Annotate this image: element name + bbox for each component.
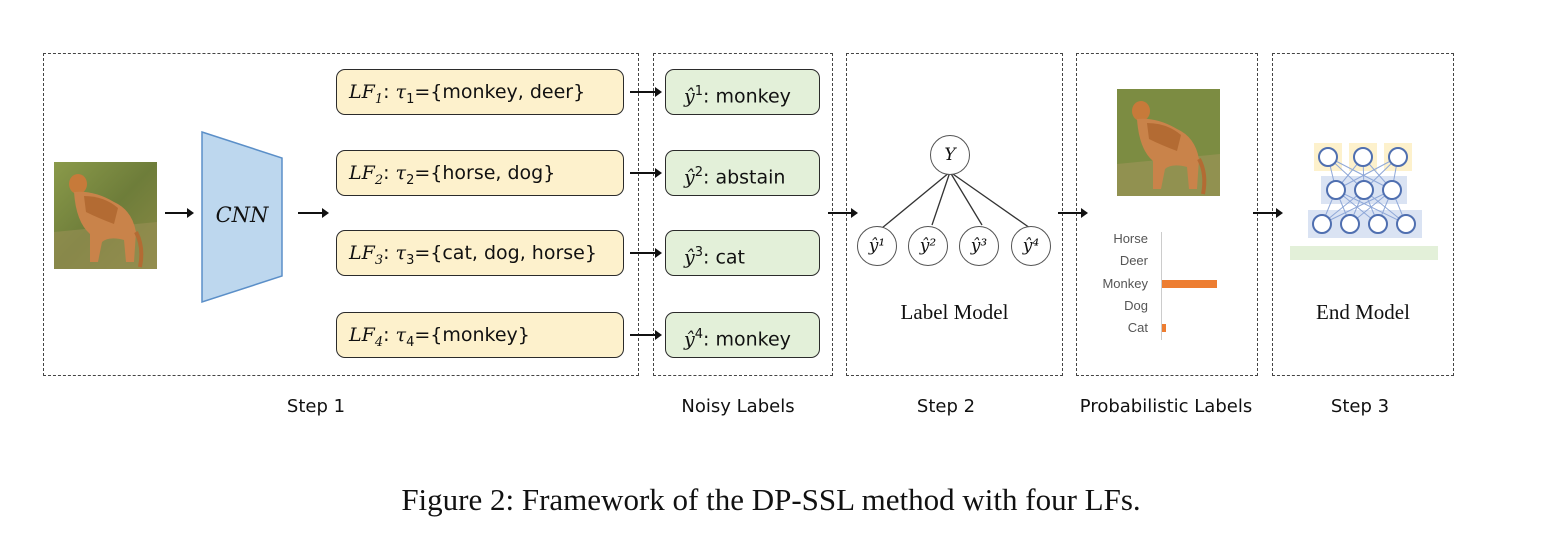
- noisy-label-2: ŷ2: abstain: [665, 150, 820, 196]
- label-model-graph: [881, 171, 1031, 229]
- step3-frame: [1272, 53, 1454, 376]
- arrow-lf3-to-noisy: [630, 248, 662, 258]
- arrow-noisy-to-label-model: [828, 208, 858, 218]
- prob-monkey-image: [1117, 89, 1220, 196]
- end-model-title: End Model: [1316, 300, 1410, 324]
- lf-box-4: LF4: τ4={monkey}: [336, 312, 624, 358]
- node-yhat-1: ŷ¹: [857, 226, 897, 266]
- node-yhat-4: ŷ⁴: [1011, 226, 1051, 266]
- input-monkey-image: [54, 162, 157, 269]
- arrow-lf1-to-noisy: [630, 87, 662, 97]
- arrow-image-to-cnn: [165, 208, 194, 218]
- prob-class-monkey: Monkey: [1102, 276, 1148, 291]
- end-model-network: [1290, 143, 1438, 260]
- lf-box-1: LF1: τ1={monkey, deer}: [336, 69, 624, 115]
- cnn-label: CNN: [215, 203, 269, 227]
- arrow-lf4-to-noisy: [630, 330, 662, 340]
- node-yhat-3: ŷ³: [959, 226, 999, 266]
- cnn-block: [201, 130, 283, 304]
- figure-caption: Figure 2: Framework of the DP-SSL method…: [401, 482, 1141, 517]
- node-yhat-2: ŷ²: [908, 226, 948, 266]
- prob-axis: [1161, 232, 1162, 340]
- step1-label: Step 1: [286, 396, 346, 417]
- noisy-label-1: ŷ1: monkey: [665, 69, 820, 115]
- prob-bar-cat: [1162, 324, 1166, 332]
- lf-box-2: LF2: τ2={horse, dog}: [336, 150, 624, 196]
- label-model-title: Label Model: [900, 300, 1009, 324]
- node-y: Y: [930, 135, 970, 175]
- noisy-labels-label: Noisy Labels: [681, 396, 795, 417]
- noisy-label-4: ŷ4: monkey: [665, 312, 820, 358]
- arrow-label-model-to-prob: [1058, 208, 1088, 218]
- arrow-cnn-to-lfs: [298, 208, 329, 218]
- step2-frame: [846, 53, 1063, 376]
- lf-box-3: LF3: τ3={cat, dog, horse}: [336, 230, 624, 276]
- noisy-labels-frame: [653, 53, 833, 376]
- prob-bar-monkey: [1162, 280, 1217, 288]
- probabilistic-labels-frame: [1076, 53, 1258, 376]
- prob-class-deer: Deer: [1119, 253, 1148, 268]
- step3-label: Step 3: [1330, 396, 1390, 417]
- prob-class-cat: Cat: [1127, 320, 1148, 335]
- probabilistic-labels-label: Probabilistic Labels: [1079, 396, 1253, 417]
- step2-label: Step 2: [916, 396, 976, 417]
- step1-frame: [43, 53, 639, 376]
- arrow-lf2-to-noisy: [630, 168, 662, 178]
- noisy-label-3: ŷ3: cat: [665, 230, 820, 276]
- arrow-prob-to-end-model: [1253, 208, 1283, 218]
- prob-class-dog: Dog: [1124, 298, 1148, 313]
- prob-class-horse: Horse: [1113, 231, 1148, 246]
